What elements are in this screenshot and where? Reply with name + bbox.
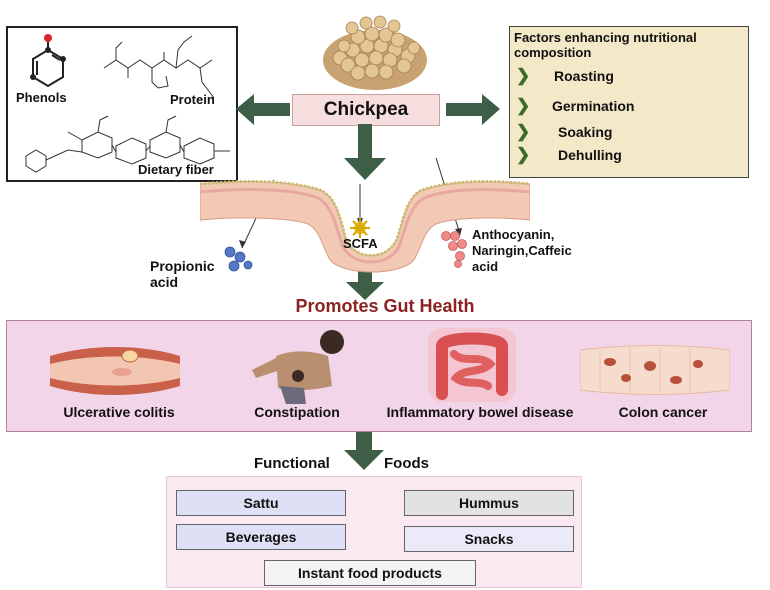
propionic-acid-label: Propionic acid xyxy=(150,258,215,290)
chickpea-label-box: Chickpea xyxy=(292,94,440,126)
factor-item: ❯ Soaking xyxy=(516,122,612,142)
phenols-label: Phenols xyxy=(16,90,67,105)
factor-item: ❯ Germination xyxy=(516,96,634,116)
product-box: Hummus xyxy=(404,490,574,516)
factors-title: Factors enhancing nutritional compositio… xyxy=(514,30,697,60)
chevron-right-icon: ❯ xyxy=(516,66,531,85)
arrow-left-icon xyxy=(236,94,290,125)
chevron-right-icon: ❯ xyxy=(516,145,531,164)
foods-label: Foods xyxy=(384,455,429,472)
protein-label: Protein xyxy=(170,92,215,107)
factor-item: ❯ Dehulling xyxy=(516,145,622,165)
disease-label: Inflammatory bowel disease xyxy=(386,404,574,420)
factor-label: Dehulling xyxy=(558,147,622,163)
anthocyanin-molecule-icon xyxy=(441,231,467,268)
arrow-right-icon xyxy=(446,94,500,125)
factors-box xyxy=(509,26,749,178)
factor-item: ❯ Roasting xyxy=(516,66,614,86)
colon-cancer-image xyxy=(580,345,730,395)
gut-lining-illustration xyxy=(200,180,530,273)
chevron-right-icon: ❯ xyxy=(516,122,531,141)
product-label: Instant food products xyxy=(298,565,442,581)
product-box: Snacks xyxy=(404,526,574,552)
disease-label: Ulcerative colitis xyxy=(63,404,175,420)
product-label: Snacks xyxy=(464,531,514,547)
oxygen-atom-icon xyxy=(44,34,52,42)
propionic-acid-molecule-icon xyxy=(224,246,253,272)
disease-label: Colon cancer xyxy=(618,404,708,420)
protein-structure-icon xyxy=(103,35,215,99)
product-label: Hummus xyxy=(459,495,519,511)
dietary-fiber-structure-icon xyxy=(25,115,230,173)
scfa-star-icon xyxy=(350,218,370,238)
compound-structures xyxy=(25,34,230,173)
anthocyanin-label-line: acid xyxy=(472,259,499,274)
arrow-down-icon xyxy=(346,268,384,300)
factor-label: Soaking xyxy=(558,124,613,140)
disease-label: Constipation xyxy=(254,404,340,420)
factor-label: Roasting xyxy=(554,68,614,84)
product-label: Sattu xyxy=(243,495,279,511)
compounds-box: Phenols Protein Dietary fiber xyxy=(6,26,238,182)
chickpea-image xyxy=(323,15,427,90)
anthocyanin-label: Anthocyanin, Naringin,Caffeic acid xyxy=(472,227,572,275)
product-box: Instant food products xyxy=(264,560,476,586)
arrow-down-icon xyxy=(344,430,384,470)
factor-label: Germination xyxy=(552,98,635,114)
product-box: Sattu xyxy=(176,490,346,516)
chickpea-label: Chickpea xyxy=(323,99,409,120)
dietary-fiber-label: Dietary fiber xyxy=(138,162,214,177)
constipation-person-image xyxy=(252,330,344,404)
inflammatory-bowel-disease-image xyxy=(428,328,516,402)
anthocyanin-label-line: Anthocyanin, xyxy=(472,227,555,242)
gut-health-title: Promotes Gut Health xyxy=(295,296,475,316)
scfa-label: SCFA xyxy=(343,236,378,251)
arrow-down-icon xyxy=(344,124,386,180)
chevron-right-icon: ❯ xyxy=(516,96,531,115)
product-label: Beverages xyxy=(225,529,297,545)
product-box: Beverages xyxy=(176,524,346,550)
anthocyanin-label-line: Naringin,Caffeic xyxy=(472,243,572,258)
ulcerative-colitis-image xyxy=(50,347,180,395)
functional-label: Functional xyxy=(254,455,330,472)
